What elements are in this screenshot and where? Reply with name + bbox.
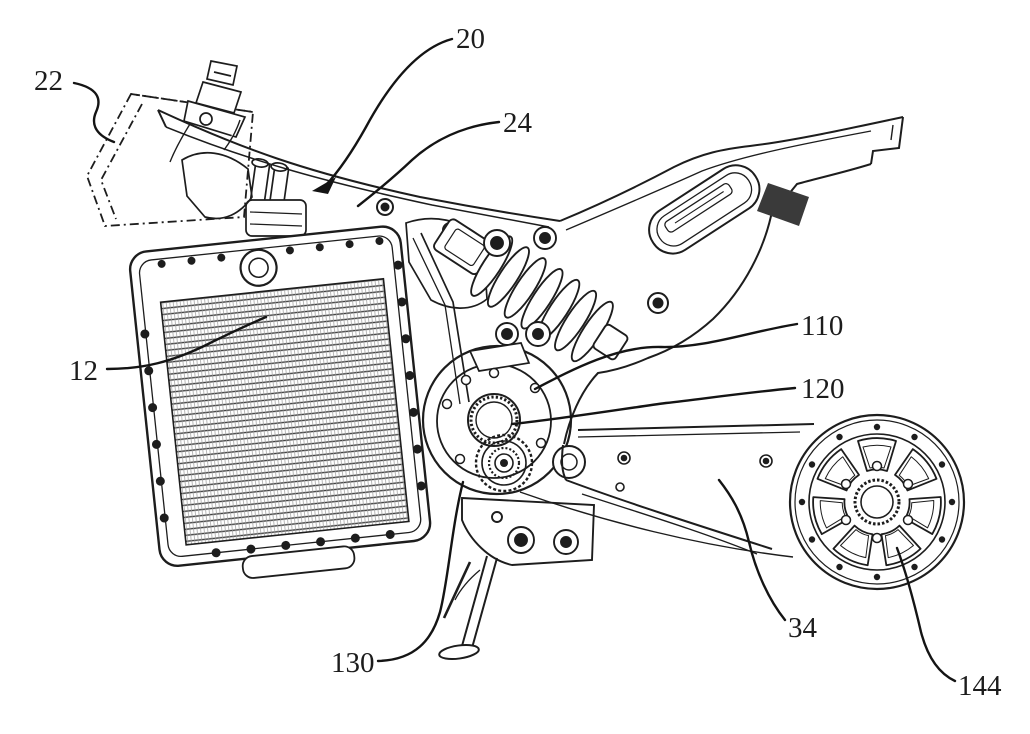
kickstand [438,555,498,661]
ref-label-22: 22 [34,65,63,97]
seat-rail-cutout [648,164,761,255]
swingarm [519,423,815,558]
leader-line-22 [72,81,116,144]
leader-line-20 [324,37,454,187]
ref-label-144: 144 [958,670,1002,702]
side-panel-dark [757,183,809,226]
rear-pulley [788,413,966,591]
pulley-spoke-holes [809,437,945,569]
leader-arrowhead-20 [312,177,336,194]
ref-label-24: 24 [503,107,533,139]
ref-label-20: 20 [456,23,485,55]
leader-line-12 [105,315,268,371]
ref-label-110: 110 [801,310,843,342]
radiator-bolts [140,236,426,558]
pulley-hub-bolt-holes [840,460,914,544]
leader-line-130 [376,480,465,663]
ref-label-120: 120 [801,373,845,405]
leader-line-110 [533,322,799,391]
drive-sprocket [474,433,534,493]
leader-line-144 [895,546,957,683]
filler-cap-assembly [169,60,247,163]
radiator [128,225,432,579]
leader-lines [72,37,957,683]
coolant-reservoir [245,158,307,237]
pulley-rim-bolts [798,423,956,581]
shock-absorber [433,218,629,363]
leader-line-34 [717,478,787,622]
leader-line-120 [510,386,797,426]
ref-label-12: 12 [69,355,98,387]
reference-labels: 20 22 24 12 110 120 130 34 144 [34,23,1002,702]
ref-label-130: 130 [331,647,375,679]
swingarm-pivot [552,445,586,479]
radiator-core [159,277,410,546]
leader-line-24 [356,120,501,208]
ref-label-34: 34 [788,612,818,644]
mount-bracket [461,496,595,566]
